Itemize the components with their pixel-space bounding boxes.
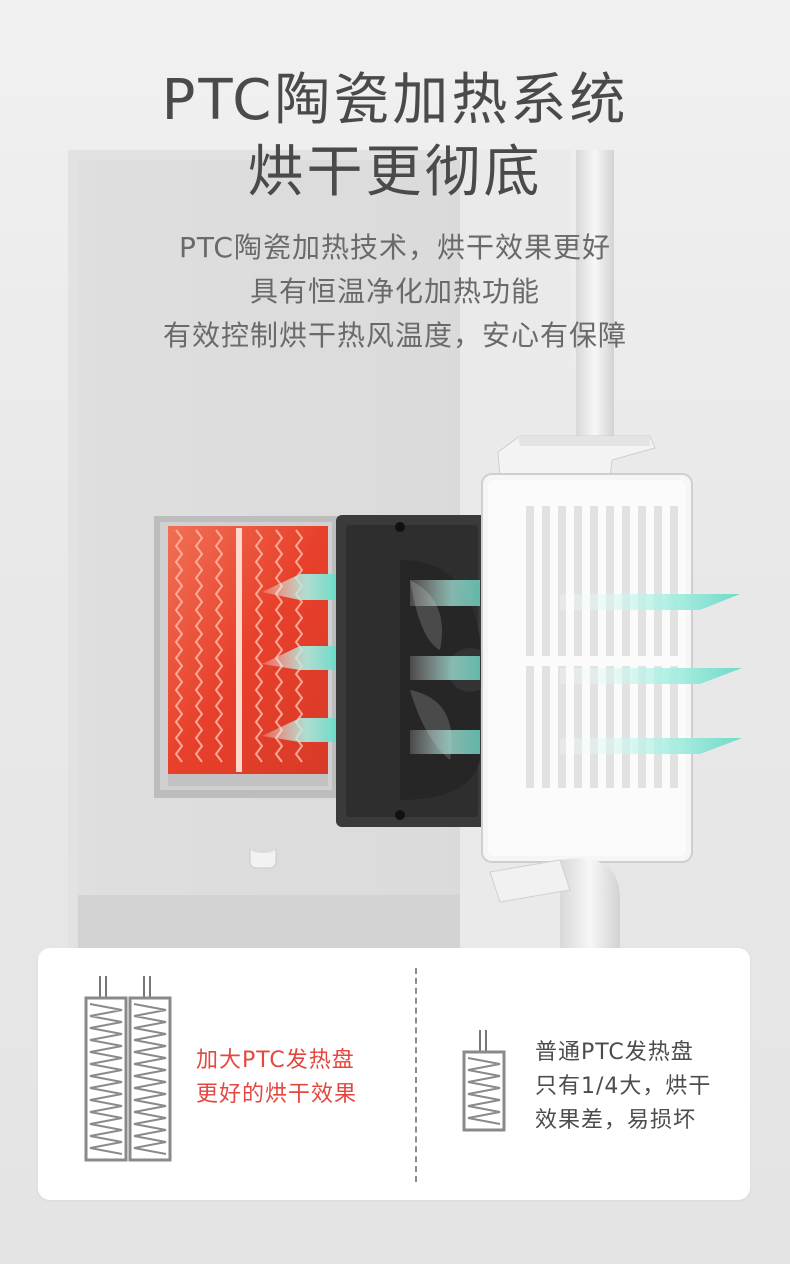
vertical-pipe [576, 150, 614, 460]
page-title-line2: 烘干更彻底 [247, 140, 543, 205]
normal-heater-line3: 效果差，易损坏 [535, 1108, 697, 1133]
page-title-line1: PTC陶瓷加热系统 [161, 68, 629, 133]
card-divider [415, 968, 417, 1182]
comparison-card: 加大PTC发热盘 更好的烘干效果 普通PTC发热盘 只有1/4大，烘干 效果差，… [38, 948, 750, 1200]
description-line1: PTC陶瓷加热技术，烘干效果更好 [179, 231, 611, 264]
large-heater-line1: 加大PTC发热盘 [196, 1048, 355, 1073]
normal-heater-caption: 普通PTC发热盘 只有1/4大，烘干 效果差，易损坏 [535, 1036, 711, 1138]
description-line3: 有效控制烘干热风温度，安心有保障 [162, 319, 627, 352]
large-ptc-heater-icon [84, 976, 172, 1162]
airflow-arrows-right [560, 594, 742, 754]
description-line2: 具有恒温净化加热功能 [249, 275, 540, 308]
small-ptc-heater-icon [462, 1030, 506, 1132]
large-heater-caption: 加大PTC发热盘 更好的烘干效果 [196, 1044, 357, 1112]
large-heater-line2: 更好的烘干效果 [196, 1082, 358, 1107]
product-scene-illustration [68, 150, 742, 948]
normal-heater-line1: 普通PTC发热盘 [535, 1040, 694, 1065]
airflow-arrows-left [262, 574, 480, 754]
normal-heater-line2: 只有1/4大，烘干 [535, 1074, 712, 1099]
